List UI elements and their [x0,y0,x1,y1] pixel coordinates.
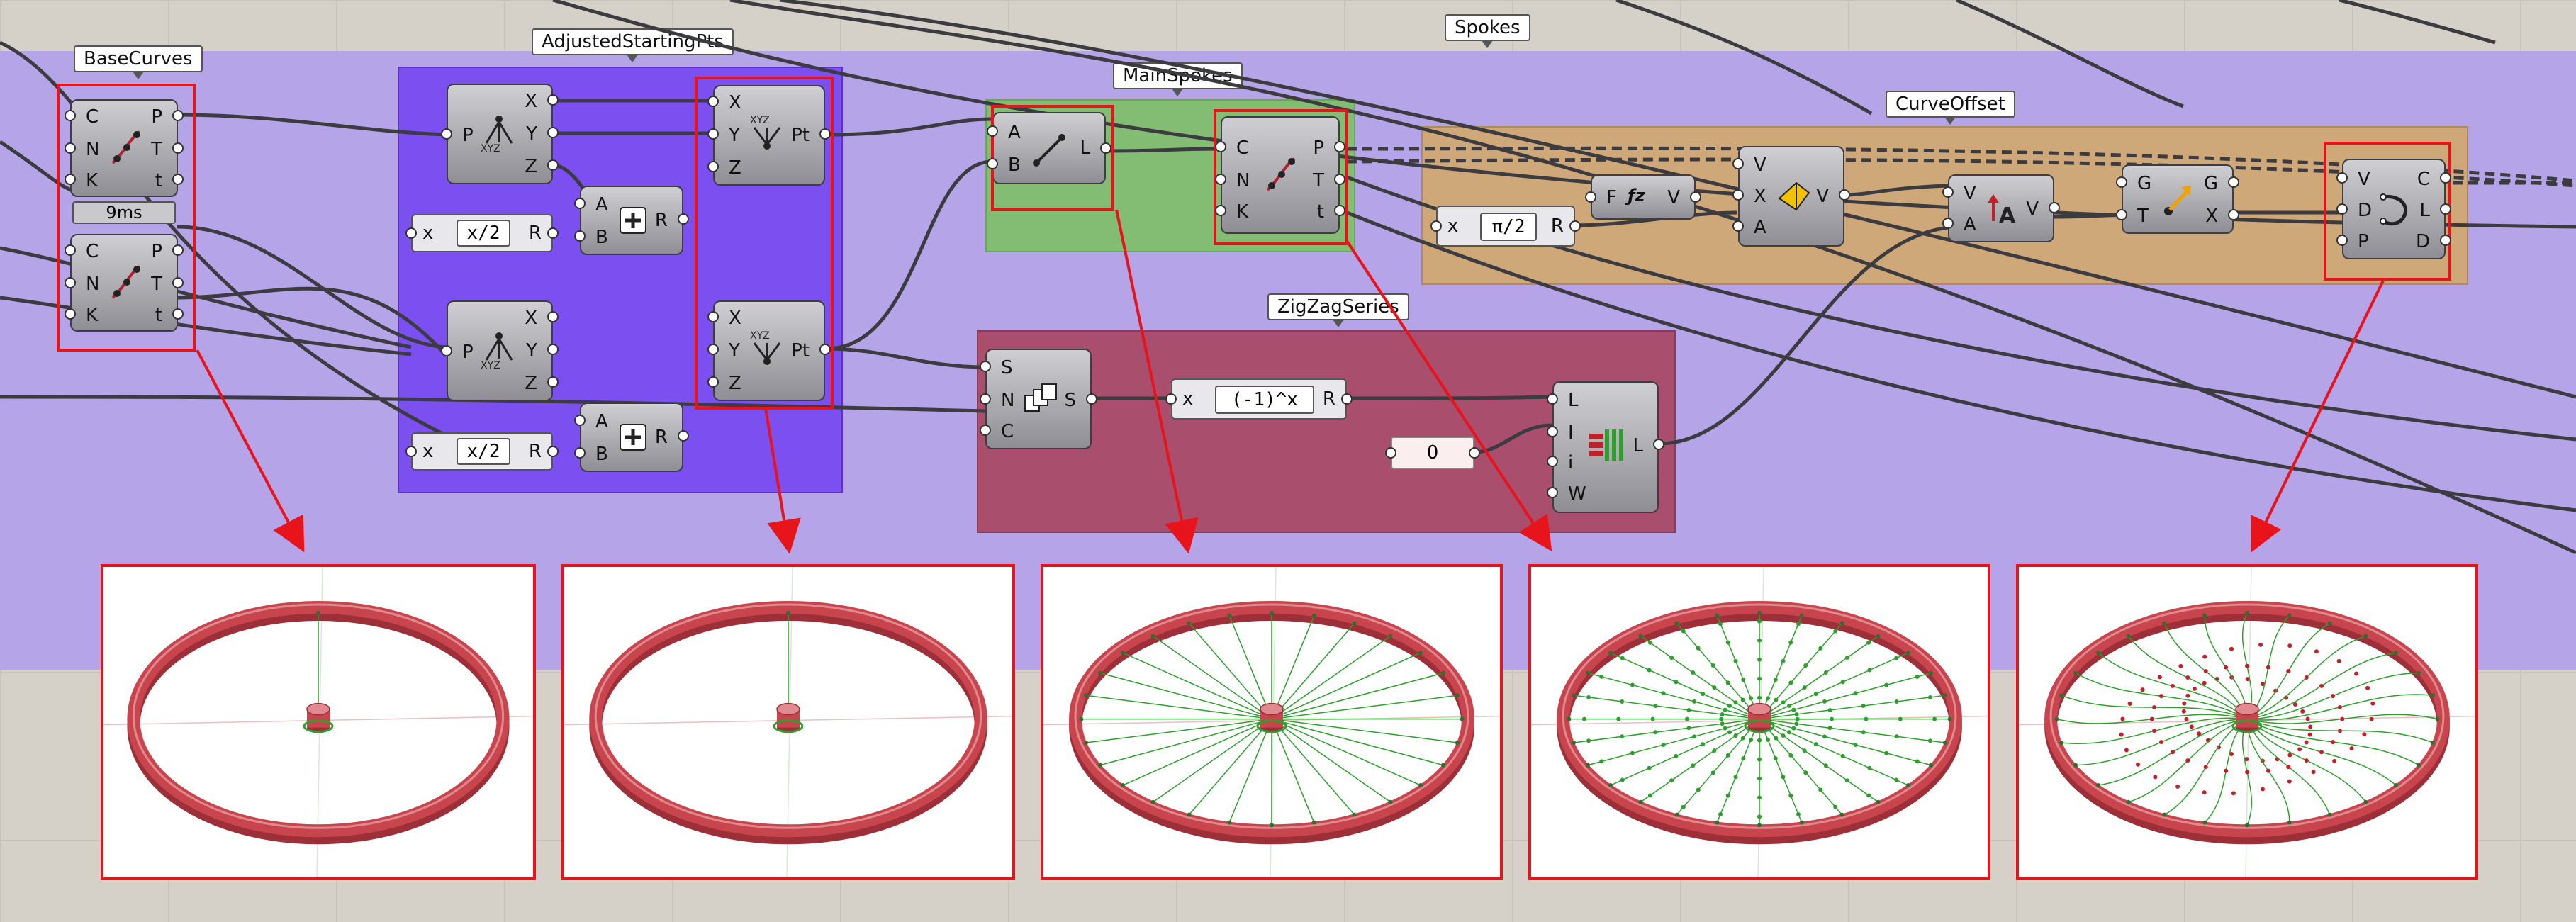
svg-text:A: A [1999,203,2016,228]
weave-icon [1589,429,1623,461]
series-component[interactable]: S N C S [985,349,1092,449]
line-icon [1033,134,1065,167]
expression-half-bottom[interactable]: x x/2 R [411,432,553,471]
divide-curve-icon [111,130,141,164]
viewport-wheel-render [1530,566,1988,878]
deconstruct-point-icon: XYZ [481,332,513,370]
divide-curve-icon [111,265,141,299]
svg-text:XYZ: XYZ [481,143,500,153]
expression-halfpi-field[interactable]: π/2 [1480,213,1537,241]
spokes-label: Spokes [1445,14,1530,48]
svg-text:XYZ: XYZ [750,330,770,342]
viewport-wavy-spokes [2016,564,2478,880]
rotate-vector-icon [1778,181,1810,211]
addition-top[interactable]: A B R [580,186,683,255]
profiler-timer: 9ms [72,201,176,224]
construct-point-icon: XYZ [750,330,781,365]
construct-point-top[interactable]: X Y Z Pt XYZ [713,85,825,186]
viewport-wheel-render [2018,566,2476,878]
move-icon [2164,186,2191,215]
divide-spokes-highlight [1214,109,1348,245]
zigzag-series-label: ZigZagSeries [1267,293,1409,327]
svg-text:XYZ: XYZ [750,115,770,126]
expression-half-bottom-field[interactable]: x/2 [457,438,510,465]
amplitude-component[interactable]: V A V A [1948,174,2054,242]
adjusted-starting-pts-label: AdjustedStartingPts [532,28,734,62]
number-panel-zero[interactable]: 0 [1391,437,1474,469]
construct-point-bottom[interactable]: X Y Z Pt XYZ [713,300,825,401]
weave-component[interactable]: L I i W L [1552,381,1659,513]
svg-text:XYZ: XYZ [481,360,500,370]
line-component[interactable]: A B L [992,112,1106,184]
divide-curve-icon [1266,157,1296,191]
construct-point-icon: XYZ [750,115,781,150]
addition-bottom[interactable]: A B R [580,403,683,472]
curve-offset-label: CurveOffset [1886,91,2015,125]
plus-icon [620,207,646,234]
viewport-wheel-render [564,566,1013,878]
construct-points-highlight [695,77,834,410]
expression-neg-pow-field[interactable]: (-1)^x [1215,386,1314,414]
viewport-adjusted-pts [561,564,1015,880]
grips [65,94,2451,498]
base-curves-label: BaseCurves [74,45,203,79]
viewport-main-spokes [1041,564,1503,880]
expression-neg-pow[interactable]: x (-1)^x R [1171,378,1347,420]
evaluate-z-component[interactable]: F V ƒz [1591,174,1696,220]
base-curves-highlight [57,84,196,352]
divide-curve-spokes[interactable]: C N K P T t [1221,116,1340,234]
interpolate-curve-icon [2380,193,2408,226]
arrow-lines [196,209,2385,554]
deconstruct-point-icon: XYZ [481,116,513,153]
fz-icon: ƒz [1628,186,1645,206]
list-wires [1346,146,2576,188]
plus-icon [620,424,646,451]
expression-half-top[interactable]: x x/2 R [411,214,553,252]
amplitude-icon: A [1988,194,2016,228]
viewport-base-curves [101,564,536,880]
deconstruct-point-bottom[interactable]: P X Y Z XYZ [447,300,553,401]
expression-half-top-field[interactable]: x/2 [457,220,510,247]
move-component[interactable]: G T G X [2122,164,2234,234]
viewport-wheel-render [1043,566,1501,878]
series-icon [1024,383,1057,412]
viewport-divided-spokes [1528,564,1990,880]
viewport-wheel-render [103,566,534,878]
